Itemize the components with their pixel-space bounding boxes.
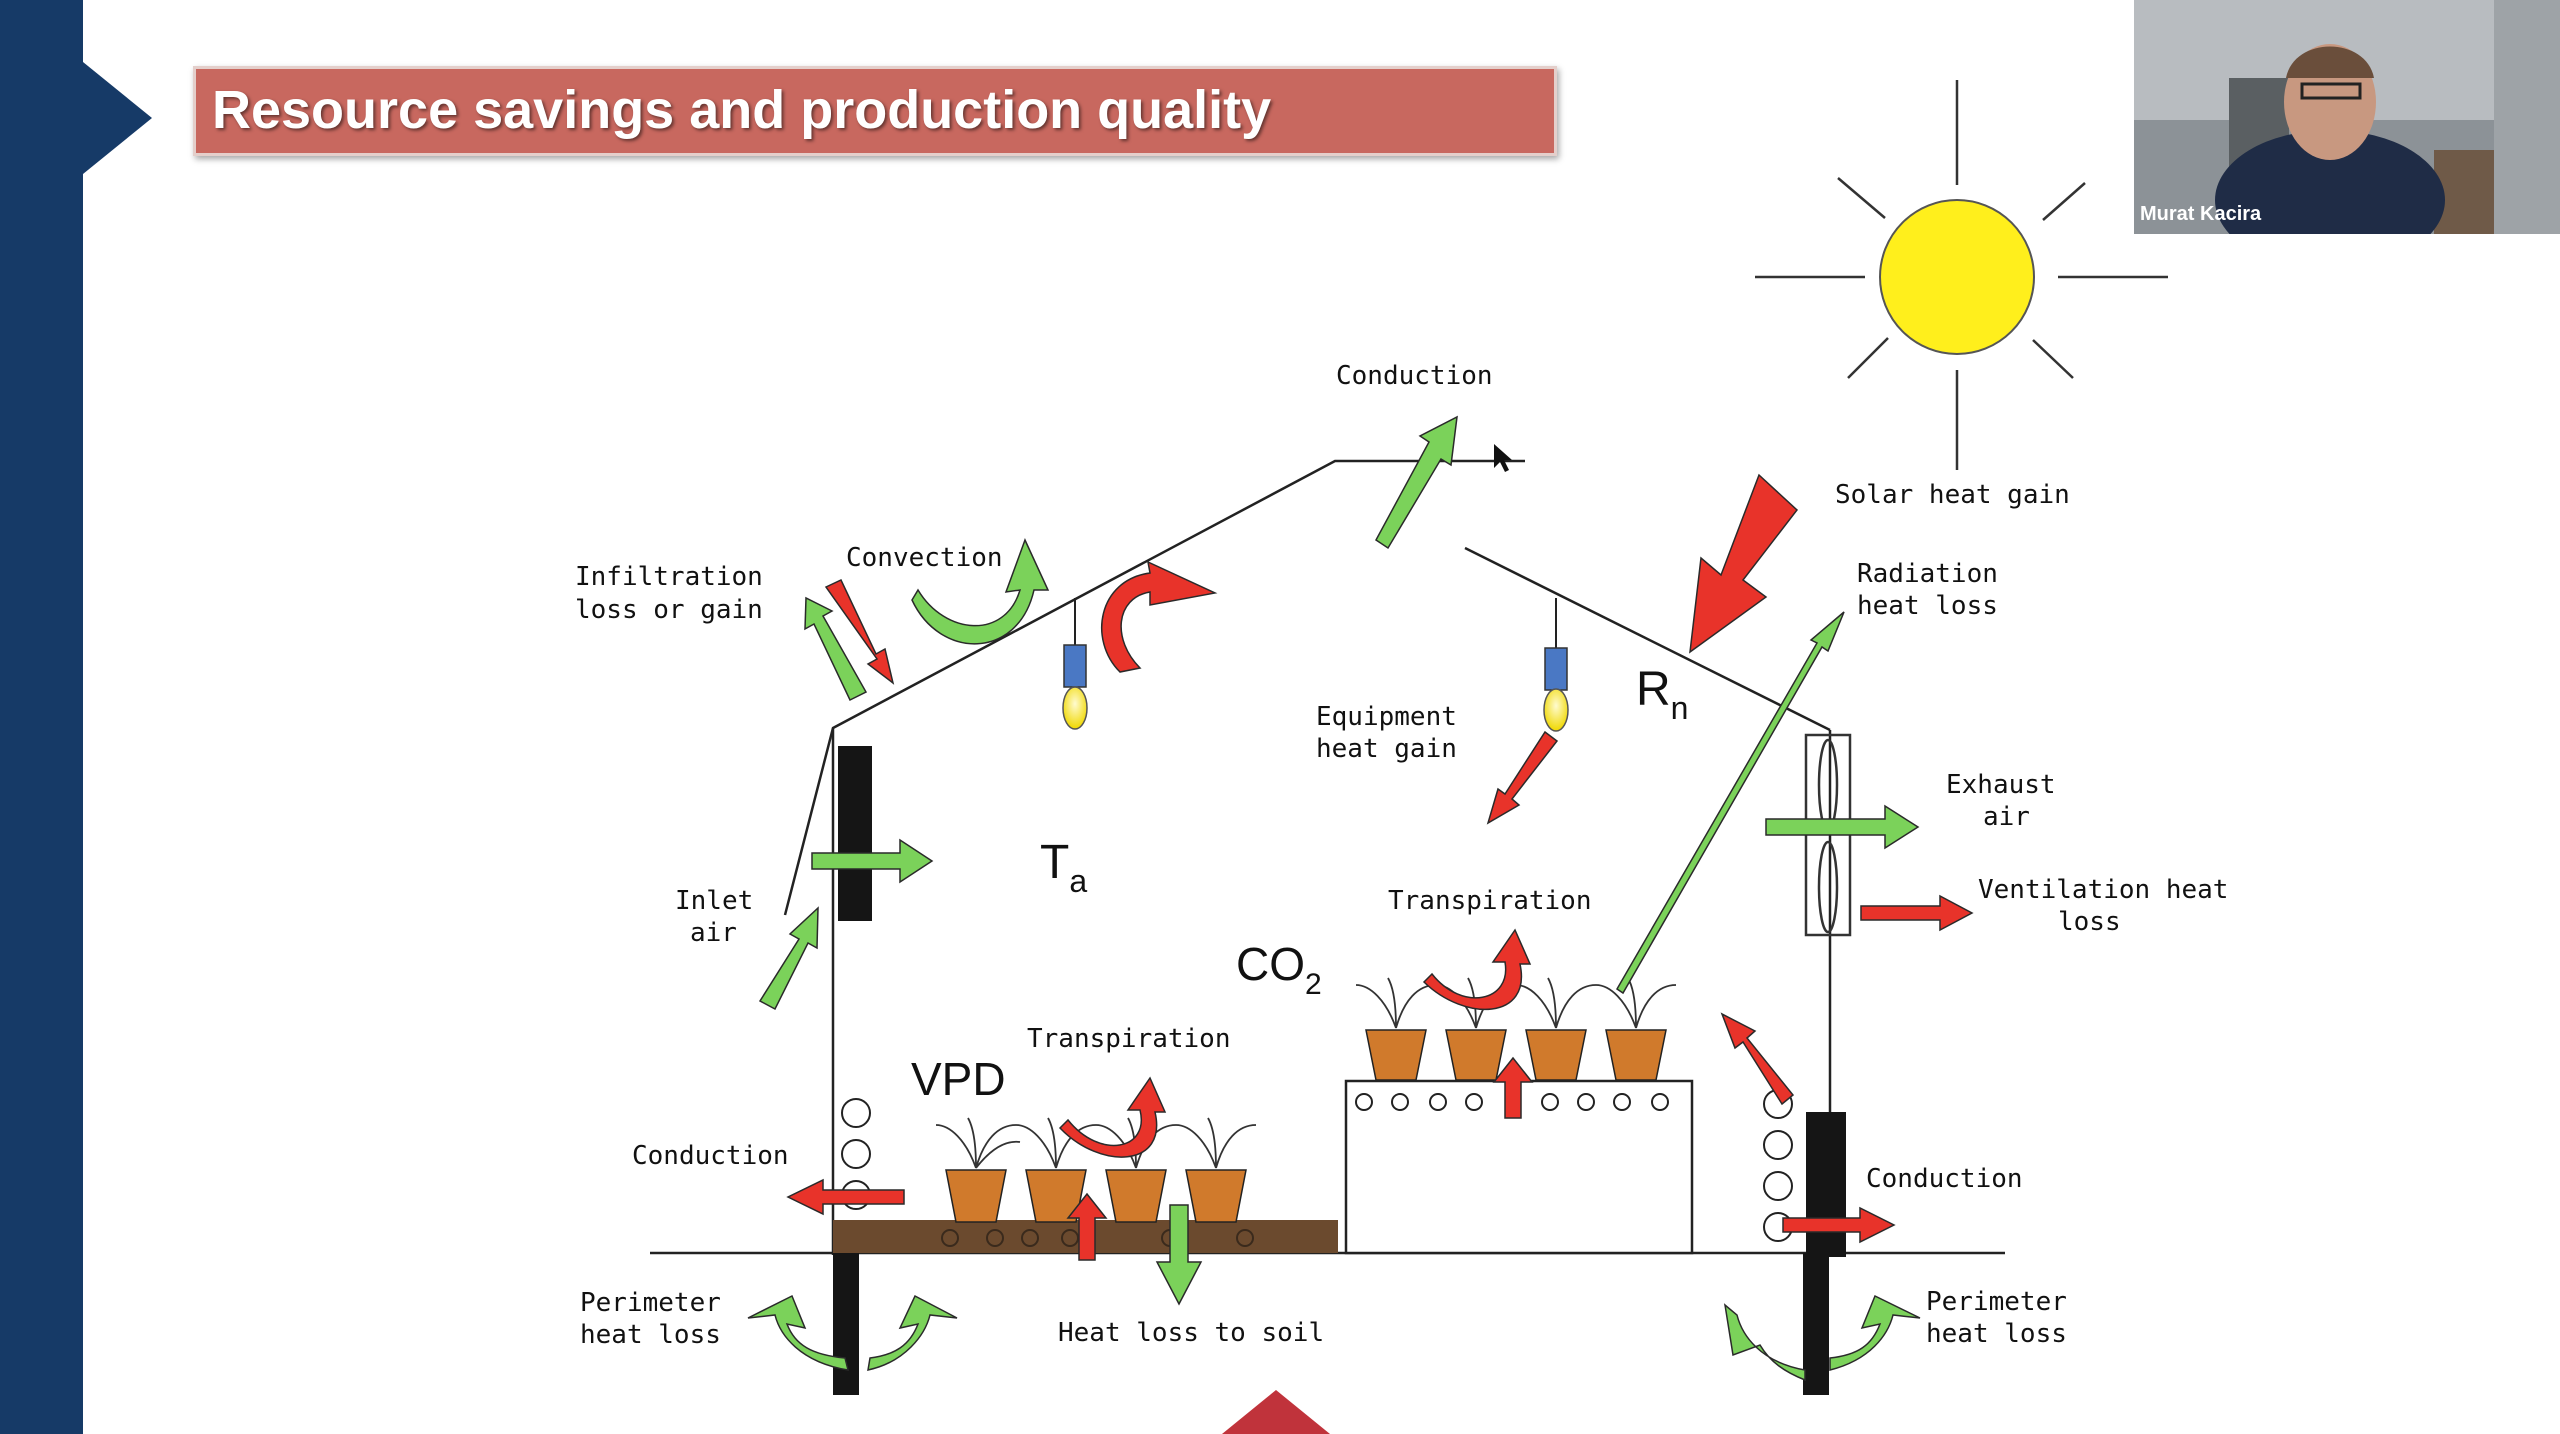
label-exhaust-1: Exhaust xyxy=(1946,770,2056,800)
wall-heat-arrow xyxy=(1720,1012,1795,1106)
label-ventilation-2: loss xyxy=(2058,907,2121,937)
transpiration-right-arrow xyxy=(1422,928,1532,1011)
label-perimeter-right-2: heat loss xyxy=(1926,1319,2067,1349)
infiltration-in-arrow xyxy=(804,596,868,702)
lamp-right-icon xyxy=(1543,598,1569,732)
label-equipment-1: Equipment xyxy=(1316,702,1457,732)
right-foundation xyxy=(1803,1253,1829,1395)
perimeter-left-arrow-2 xyxy=(867,1294,958,1371)
sun-icon xyxy=(1755,80,2168,470)
label-radiation-1: Radiation xyxy=(1857,559,1998,589)
webcam-feed xyxy=(2134,0,2560,234)
label-exhaust-2: air xyxy=(1983,802,2030,832)
pipe-heat-up-arrow xyxy=(1492,1056,1534,1119)
solar-gain-arrow xyxy=(1689,473,1799,654)
label-solar-heat-gain: Solar heat gain xyxy=(1835,480,2070,510)
label-transpiration-left: Transpiration xyxy=(1027,1024,1231,1054)
conduction-left-arrow xyxy=(786,1178,905,1216)
left-foundation xyxy=(833,1253,859,1395)
slide-title: Resource savings and production quality xyxy=(212,80,1272,140)
convection-heat-arrow xyxy=(1100,560,1218,673)
mouse-cursor-icon xyxy=(1494,444,1512,472)
ventilation-heat-arrow xyxy=(1860,894,1974,932)
label-conduction-roof: Conduction xyxy=(1336,361,1493,391)
label-ta: Ta xyxy=(1040,836,1087,899)
label-heat-loss-soil: Heat loss to soil xyxy=(1058,1318,1324,1348)
slide-sidebar xyxy=(0,0,83,1434)
equipment-heat-arrow xyxy=(1486,730,1559,825)
transpiration-left-arrow xyxy=(1058,1076,1167,1158)
participant-name: Murat Kacira xyxy=(2140,203,2262,225)
label-ventilation-1: Ventilation heat xyxy=(1978,875,2228,905)
bench-heat-up-arrow xyxy=(1066,1192,1108,1261)
infiltration-out-arrow xyxy=(824,579,895,685)
perimeter-right-arrow-2 xyxy=(1829,1294,1921,1371)
label-inlet-2: air xyxy=(690,918,737,948)
exhaust-air-arrow xyxy=(1765,804,1920,850)
label-infiltration-2: loss or gain xyxy=(575,595,763,625)
label-conduction-left: Conduction xyxy=(632,1141,789,1171)
label-convection: Convection xyxy=(846,543,1003,573)
label-co2: CO2 xyxy=(1236,938,1322,1001)
label-perimeter-right-1: Perimeter xyxy=(1926,1287,2067,1317)
inlet-vent xyxy=(838,746,872,921)
conduction-right-arrow xyxy=(1782,1206,1896,1244)
next-slide-marker xyxy=(1222,1390,1330,1434)
label-infiltration-1: Infiltration xyxy=(575,562,763,592)
label-perimeter-left-1: Perimeter xyxy=(580,1288,721,1318)
plants-right xyxy=(1355,977,1677,1081)
chevron-right-icon xyxy=(83,62,152,174)
soil-heat-loss-arrow xyxy=(1155,1204,1203,1306)
radiation-arrow xyxy=(1615,611,1845,995)
label-inlet-1: Inlet xyxy=(675,886,753,916)
participant-video[interactable]: Murat Kacira xyxy=(2134,0,2560,234)
right-wall-block xyxy=(1806,1112,1846,1257)
label-radiation-2: heat loss xyxy=(1857,591,1998,621)
roof-conduction-arrow xyxy=(1375,415,1458,550)
perimeter-left-arrow xyxy=(747,1294,850,1371)
perimeter-right-arrow xyxy=(1723,1303,1806,1382)
label-rn: Rn xyxy=(1636,663,1688,726)
title-banner: Resource savings and production quality xyxy=(193,66,1557,156)
label-conduction-right: Conduction xyxy=(1866,1164,2023,1194)
label-vpd: VPD xyxy=(911,1053,1006,1105)
convection-arrow xyxy=(911,538,1050,645)
label-transpiration-right: Transpiration xyxy=(1388,886,1592,916)
inlet-air-arrow xyxy=(758,906,819,1011)
inlet-flow-arrow xyxy=(811,838,934,884)
lamp-left-icon xyxy=(1062,598,1088,730)
label-perimeter-left-2: heat loss xyxy=(580,1320,721,1350)
label-equipment-2: heat gain xyxy=(1316,734,1457,764)
plants-left xyxy=(935,1117,1257,1223)
